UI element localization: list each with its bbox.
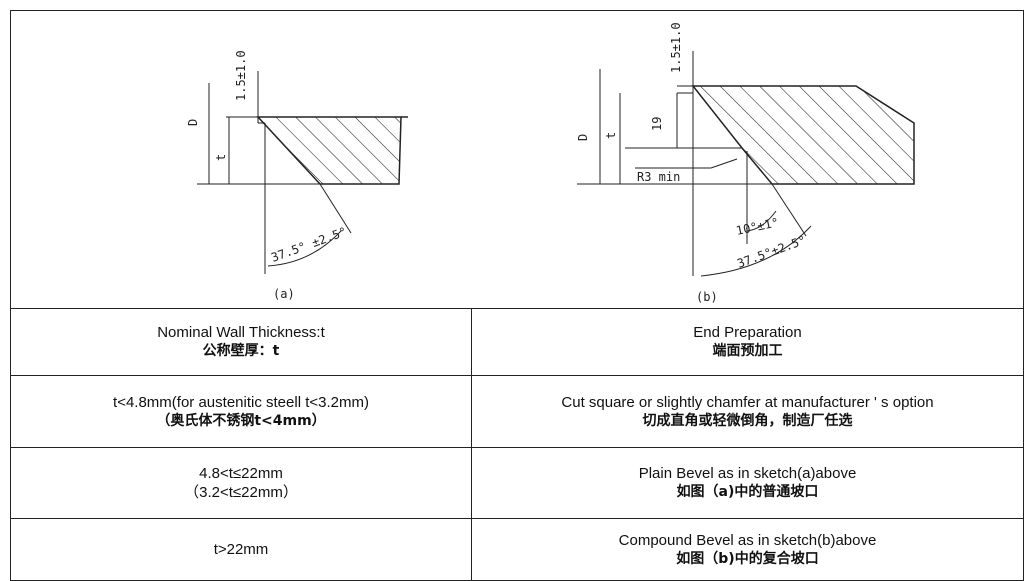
row-2-preparation-zh: 如图（a)中的普通坡口 <box>676 484 819 500</box>
sketch-a-pipe-section <box>256 116 402 185</box>
row-3-preparation-en: Compound Bevel as in sketch(b)above <box>618 531 877 549</box>
header-thickness-en: Nominal Wall Thickness:t <box>157 323 325 341</box>
sketch-a-t-label: t <box>214 154 228 161</box>
sketch-b-pipe-section <box>691 85 915 185</box>
sketch-a: D t 1.5±1.0 37.5° ±2.5° (a) <box>186 50 408 301</box>
sketch-b-r-label: R3 min <box>637 170 680 184</box>
row-3-preparation-zh: 如图（b)中的复合坡口 <box>676 550 819 567</box>
sketch-a-caption: (a) <box>273 287 295 301</box>
row-2-thickness-cell: 4.8<t≤22mm （3.2<t≤22mm） <box>11 448 471 518</box>
row-1-thickness-cell: t<4.8mm(for austenitic steell t<3.2mm) （… <box>11 376 471 447</box>
sketch-b-large-angle-label: 37.5°±2.5° <box>735 233 808 271</box>
sketch-b-d-label: D <box>576 134 590 141</box>
sketch-b-small-angle-label: 10°±1° <box>735 215 780 238</box>
row-2-preparation-cell: Plain Bevel as in sketch(a)above 如图（a)中的… <box>472 448 1023 518</box>
sketch-b-land-label: 1.5±1.0 <box>669 22 683 73</box>
row-divider <box>11 375 1023 376</box>
row-1-preparation-cell: Cut square or slightly chamfer at manufa… <box>472 376 1023 447</box>
header-thickness-zh: 公称壁厚：t <box>202 342 280 359</box>
header-preparation-zh: 端面预加工 <box>712 342 783 359</box>
sketch-b-t-label: t <box>604 132 618 139</box>
header-thickness-cell: Nominal Wall Thickness:t 公称壁厚：t <box>11 308 471 375</box>
sketch-a-land-label: 1.5±1.0 <box>234 50 248 101</box>
sketch-a-angle-label: 37.5° ±2.5° <box>269 224 348 264</box>
bevel-sketches: D t 1.5±1.0 37.5° ±2.5° (a) <box>186 22 915 304</box>
row-2-thickness-zh: （3.2<t≤22mm） <box>184 484 298 501</box>
sketch-area: D t 1.5±1.0 37.5° ±2.5° (a) <box>11 11 1023 309</box>
row-3-thickness-en: t>22mm <box>213 541 269 558</box>
row-3-thickness-cell: t>22mm <box>11 519 471 580</box>
row-divider <box>11 447 1023 448</box>
row-2-preparation-en: Plain Bevel as in sketch(a)above <box>638 465 857 482</box>
sketch-b: D t 1.5±1.0 19 R3 min 10°±1° 37.5°±2.5° … <box>576 22 915 304</box>
row-1-thickness-en: t<4.8mm(for austenitic steell t<3.2mm) <box>113 393 369 411</box>
bevel-specification-sheet: D t 1.5±1.0 37.5° ±2.5° (a) <box>10 10 1024 581</box>
header-preparation-en: End Preparation <box>693 323 802 341</box>
sketch-a-d-label: D <box>186 119 200 126</box>
row-divider <box>11 518 1023 519</box>
sketch-b-19-label: 19 <box>650 117 664 131</box>
table-column-divider <box>471 308 472 580</box>
row-1-thickness-zh: （奥氏体不锈钢t<4mm） <box>156 412 326 429</box>
row-1-preparation-en: Cut square or slightly chamfer at manufa… <box>561 393 934 411</box>
row-2-thickness-en: 4.8<t≤22mm <box>199 465 283 482</box>
row-1-preparation-zh: 切成直角或轻微倒角，制造厂任选 <box>642 412 853 429</box>
row-3-preparation-cell: Compound Bevel as in sketch(b)above 如图（b… <box>472 519 1023 580</box>
header-preparation-cell: End Preparation 端面预加工 <box>472 308 1023 375</box>
sketch-b-caption: (b) <box>696 290 718 304</box>
